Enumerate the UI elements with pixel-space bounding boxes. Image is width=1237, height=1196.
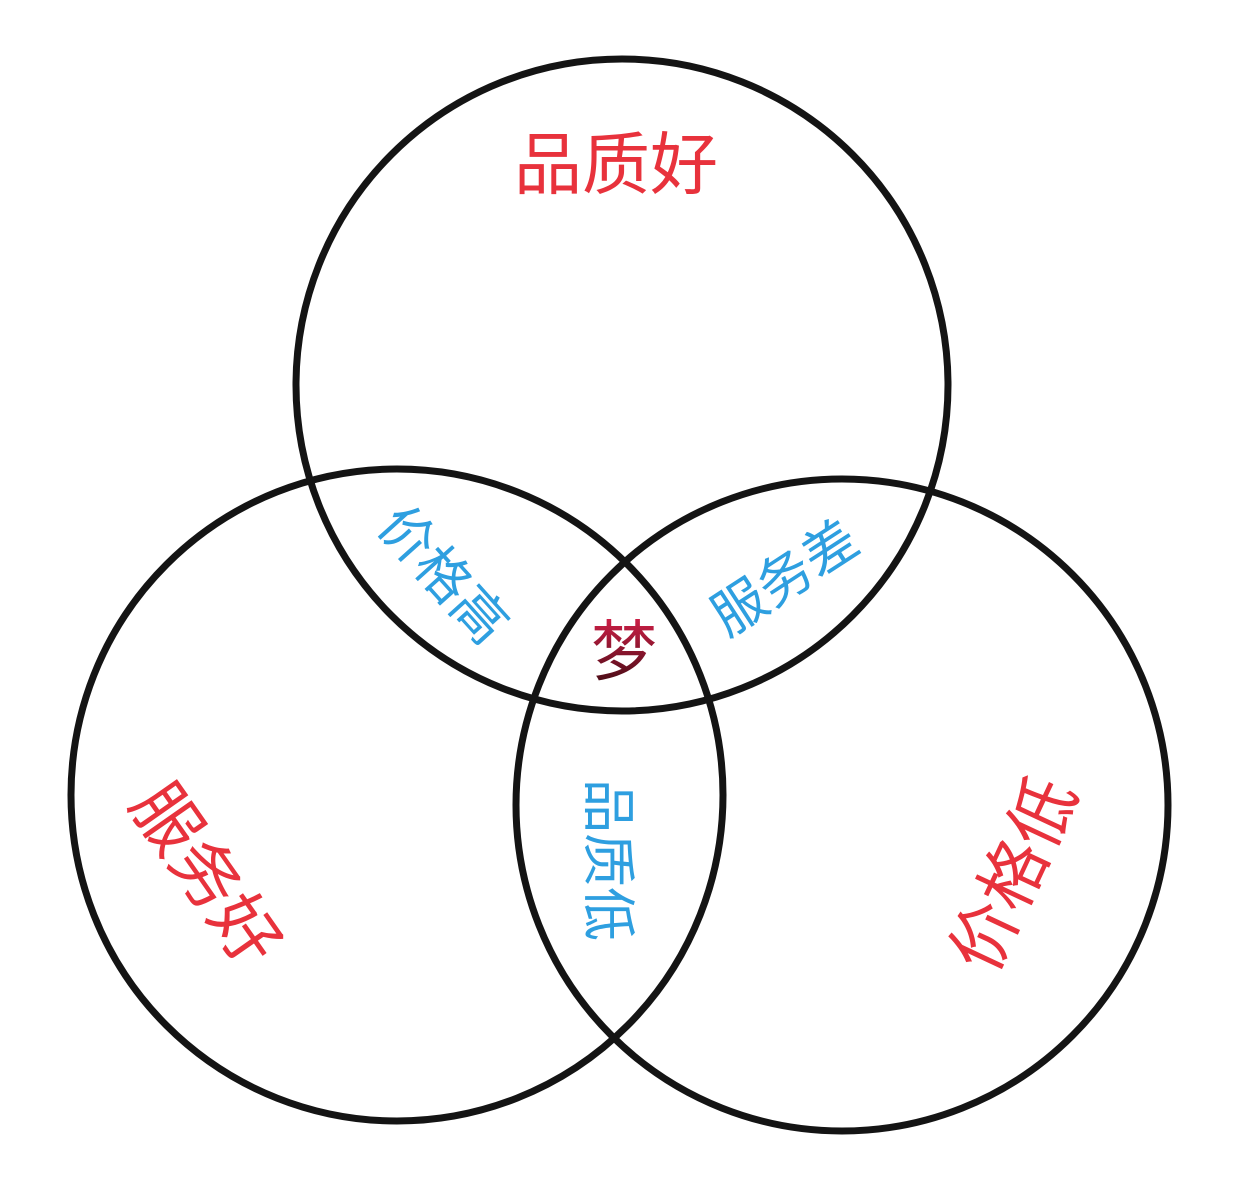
label-overlap-left-right: 品质低 [577, 779, 640, 941]
circle-left [67, 465, 727, 1125]
label-overlap-top-left: 价格高 [365, 494, 520, 657]
label-left: 服务好 [114, 769, 296, 981]
circle-top [292, 55, 952, 715]
label-right: 价格低 [936, 766, 1094, 984]
label-top: 品质好 [514, 127, 718, 206]
circle-right [512, 475, 1172, 1135]
label-center: 梦 [591, 614, 657, 691]
